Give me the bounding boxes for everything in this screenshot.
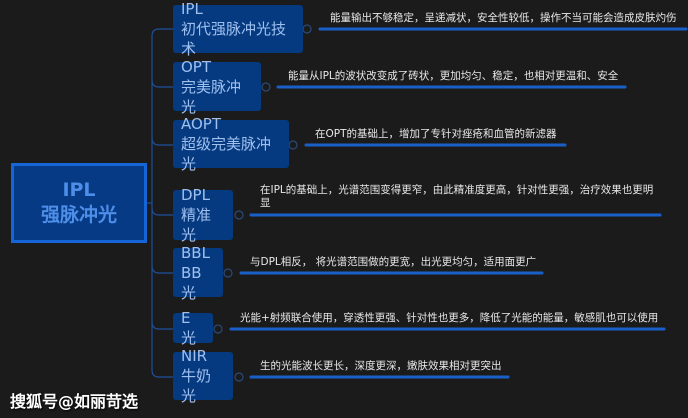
- node-abbr: NIR: [181, 347, 208, 365]
- node-ipl[interactable]: IPL 初代强脉冲光技术: [173, 0, 303, 58]
- node-abbr: AOPT: [181, 115, 222, 133]
- node-name: 完美脉冲光: [181, 77, 242, 116]
- root-subtitle: 强脉冲光: [40, 204, 117, 226]
- node-abbr: DPL: [181, 186, 210, 204]
- node-name: BB光: [181, 263, 202, 302]
- node-abbr: BBL: [181, 243, 210, 262]
- node-description: 能量从IPL的波状改变成了砖状，更加均匀、稳定，也相对更温和、安全: [288, 70, 619, 82]
- watermark: 搜狐号@如丽苛选: [10, 392, 139, 411]
- node-nir[interactable]: NIR 牛奶光: [173, 347, 233, 405]
- node-name: 初代强脉冲光技术: [181, 20, 287, 58]
- node-dpl[interactable]: DPL 精准光: [173, 186, 233, 244]
- root-title: IPL: [62, 179, 96, 201]
- node-e-light[interactable]: E光: [173, 309, 213, 347]
- node-name: E光: [181, 309, 197, 347]
- node-name: 精准光: [181, 206, 212, 244]
- node-aopt[interactable]: AOPT 超级完美脉冲光: [173, 115, 289, 173]
- node-abbr: IPL: [181, 0, 203, 18]
- node-description: 在OPT的基础上，增加了专针对痤疮和血管的新滤器: [315, 128, 557, 140]
- node-description: 在IPL的基础上，光谱范围变得更窄，由此精准度更高，针对性更强，治疗效果也更明显: [260, 184, 654, 209]
- node-description: 与DPL相反， 将光谱范围做的更宽，出光更均匀，适用面更广: [250, 256, 537, 268]
- node-opt[interactable]: OPT 完美脉冲光: [173, 58, 261, 116]
- node-name: 超级完美脉冲光: [181, 135, 272, 173]
- node-abbr: OPT: [181, 57, 212, 76]
- node-bbl[interactable]: BBL BB光: [173, 244, 223, 302]
- root-node[interactable]: IPL 强脉冲光: [11, 163, 147, 243]
- node-description: 生的光能波长更长，深度更深，嫩肤效果相对更突出: [260, 360, 502, 372]
- node-description: 能量输出不够稳定，呈递减状，安全性较低，操作不当可能会造成皮肤灼伤: [330, 12, 677, 24]
- node-name: 牛奶光: [181, 367, 212, 405]
- node-description: 光能+射频联合使用，穿透性更强、针对性也更多，降低了光能的能量，敏感肌也可以使用: [240, 312, 659, 324]
